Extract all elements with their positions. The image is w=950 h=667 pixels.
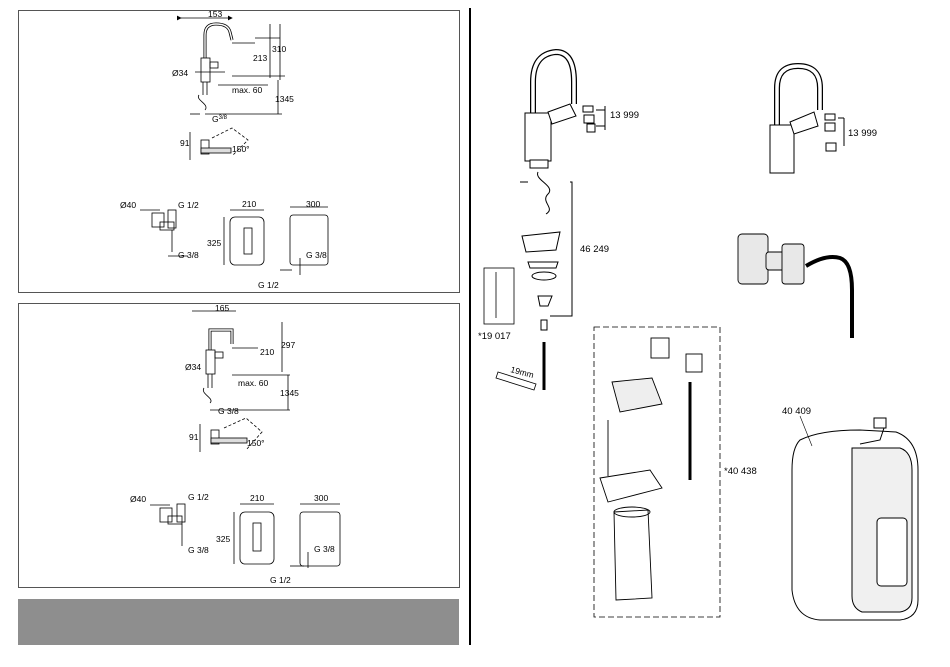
exploded-faucet <box>520 52 605 390</box>
dim-210c: 210 <box>250 493 264 503</box>
dim-325: 325 <box>207 238 221 248</box>
faucet-side-view <box>770 66 844 173</box>
dim-dia34: Ø34 <box>172 68 188 78</box>
dim-g38-side: G 3/8 <box>306 250 327 260</box>
bottom-chiller-side <box>290 504 340 568</box>
dim-dia40: Ø40 <box>120 200 136 210</box>
chiller-unit <box>792 418 918 620</box>
bottom-valve-assembly <box>150 504 185 546</box>
part-40438: *40 438 <box>724 466 757 477</box>
dim-325b: 325 <box>216 534 230 544</box>
top-chiller-side <box>280 207 328 275</box>
dim-dia34b: Ø34 <box>185 362 201 372</box>
dim-153: 153 <box>208 9 222 19</box>
dim-297: 297 <box>281 340 295 350</box>
dim-150deg: 150° <box>232 144 250 154</box>
dim-g38d: G 3/8 <box>314 544 335 554</box>
dim-g12: G 1/2 <box>178 200 199 210</box>
dim-91b: 91 <box>189 432 199 442</box>
dim-300b: 300 <box>314 493 328 503</box>
dim-210: 210 <box>242 199 256 209</box>
dim-max60b: max. 60 <box>238 378 269 388</box>
bottom-faucet-elevation <box>192 311 290 410</box>
dim-g12d: G 1/2 <box>270 575 291 585</box>
dim-210b: 210 <box>260 347 274 357</box>
bottom-chiller-front <box>234 504 274 564</box>
part-13999-a: 13 999 <box>610 110 639 121</box>
dim-300: 300 <box>306 199 320 209</box>
dim-dia40b: Ø40 <box>130 494 146 504</box>
dim-g38: G 3/8 <box>178 250 199 260</box>
angle-valve-hose <box>738 234 852 338</box>
dim-g38c: G 3/8 <box>188 545 209 555</box>
dim-1345: 1345 <box>275 94 294 104</box>
dim-1345b: 1345 <box>280 388 299 398</box>
dim-165: 165 <box>215 303 229 313</box>
dim-max60: max. 60 <box>232 85 263 95</box>
part-46249: 46 249 <box>580 244 609 255</box>
dim-150b: 150° <box>247 438 265 448</box>
dim-213: 213 <box>253 53 267 63</box>
dim-91: 91 <box>180 138 190 148</box>
dim-g12c: G 1/2 <box>188 492 209 502</box>
filter-kit <box>600 338 702 600</box>
dim-thread: G3/8 <box>212 114 228 124</box>
part-40409: 40 409 <box>782 406 811 417</box>
part-19017: *19 017 <box>478 331 511 342</box>
part-13999-b: 13 999 <box>848 128 877 139</box>
top-faucet-elevation <box>181 18 285 114</box>
dim-threadb: G 3/8 <box>218 406 239 416</box>
dim-310: 310 <box>272 44 286 54</box>
dim-g12-side: G 1/2 <box>258 280 279 290</box>
top-chiller-front <box>224 210 264 265</box>
tool-label: 19mm <box>509 364 534 380</box>
